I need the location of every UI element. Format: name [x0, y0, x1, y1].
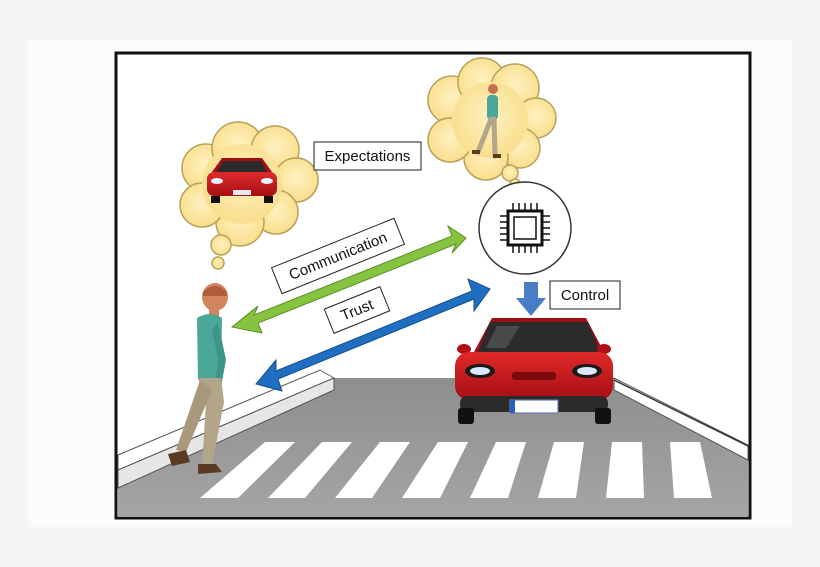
expectations-label: Expectations: [313, 141, 422, 171]
road: [117, 369, 749, 517]
control-arrow: [516, 282, 546, 316]
microchip-icon: [478, 181, 572, 275]
control-text: Control: [561, 287, 609, 304]
communication-arrow: [230, 224, 467, 334]
crosswalk: [200, 442, 712, 498]
thought-bubble-car: [179, 121, 319, 270]
control-label: Control: [549, 280, 621, 310]
thought-pedestrian-icon: [472, 84, 501, 159]
car: [455, 318, 613, 424]
pedestrian-figure: [168, 283, 228, 474]
trust-arrow: [255, 278, 491, 392]
expectations-text: Expectations: [325, 148, 411, 165]
thought-car-icon: [207, 158, 277, 203]
thought-bubble-pedestrian: [427, 57, 557, 190]
